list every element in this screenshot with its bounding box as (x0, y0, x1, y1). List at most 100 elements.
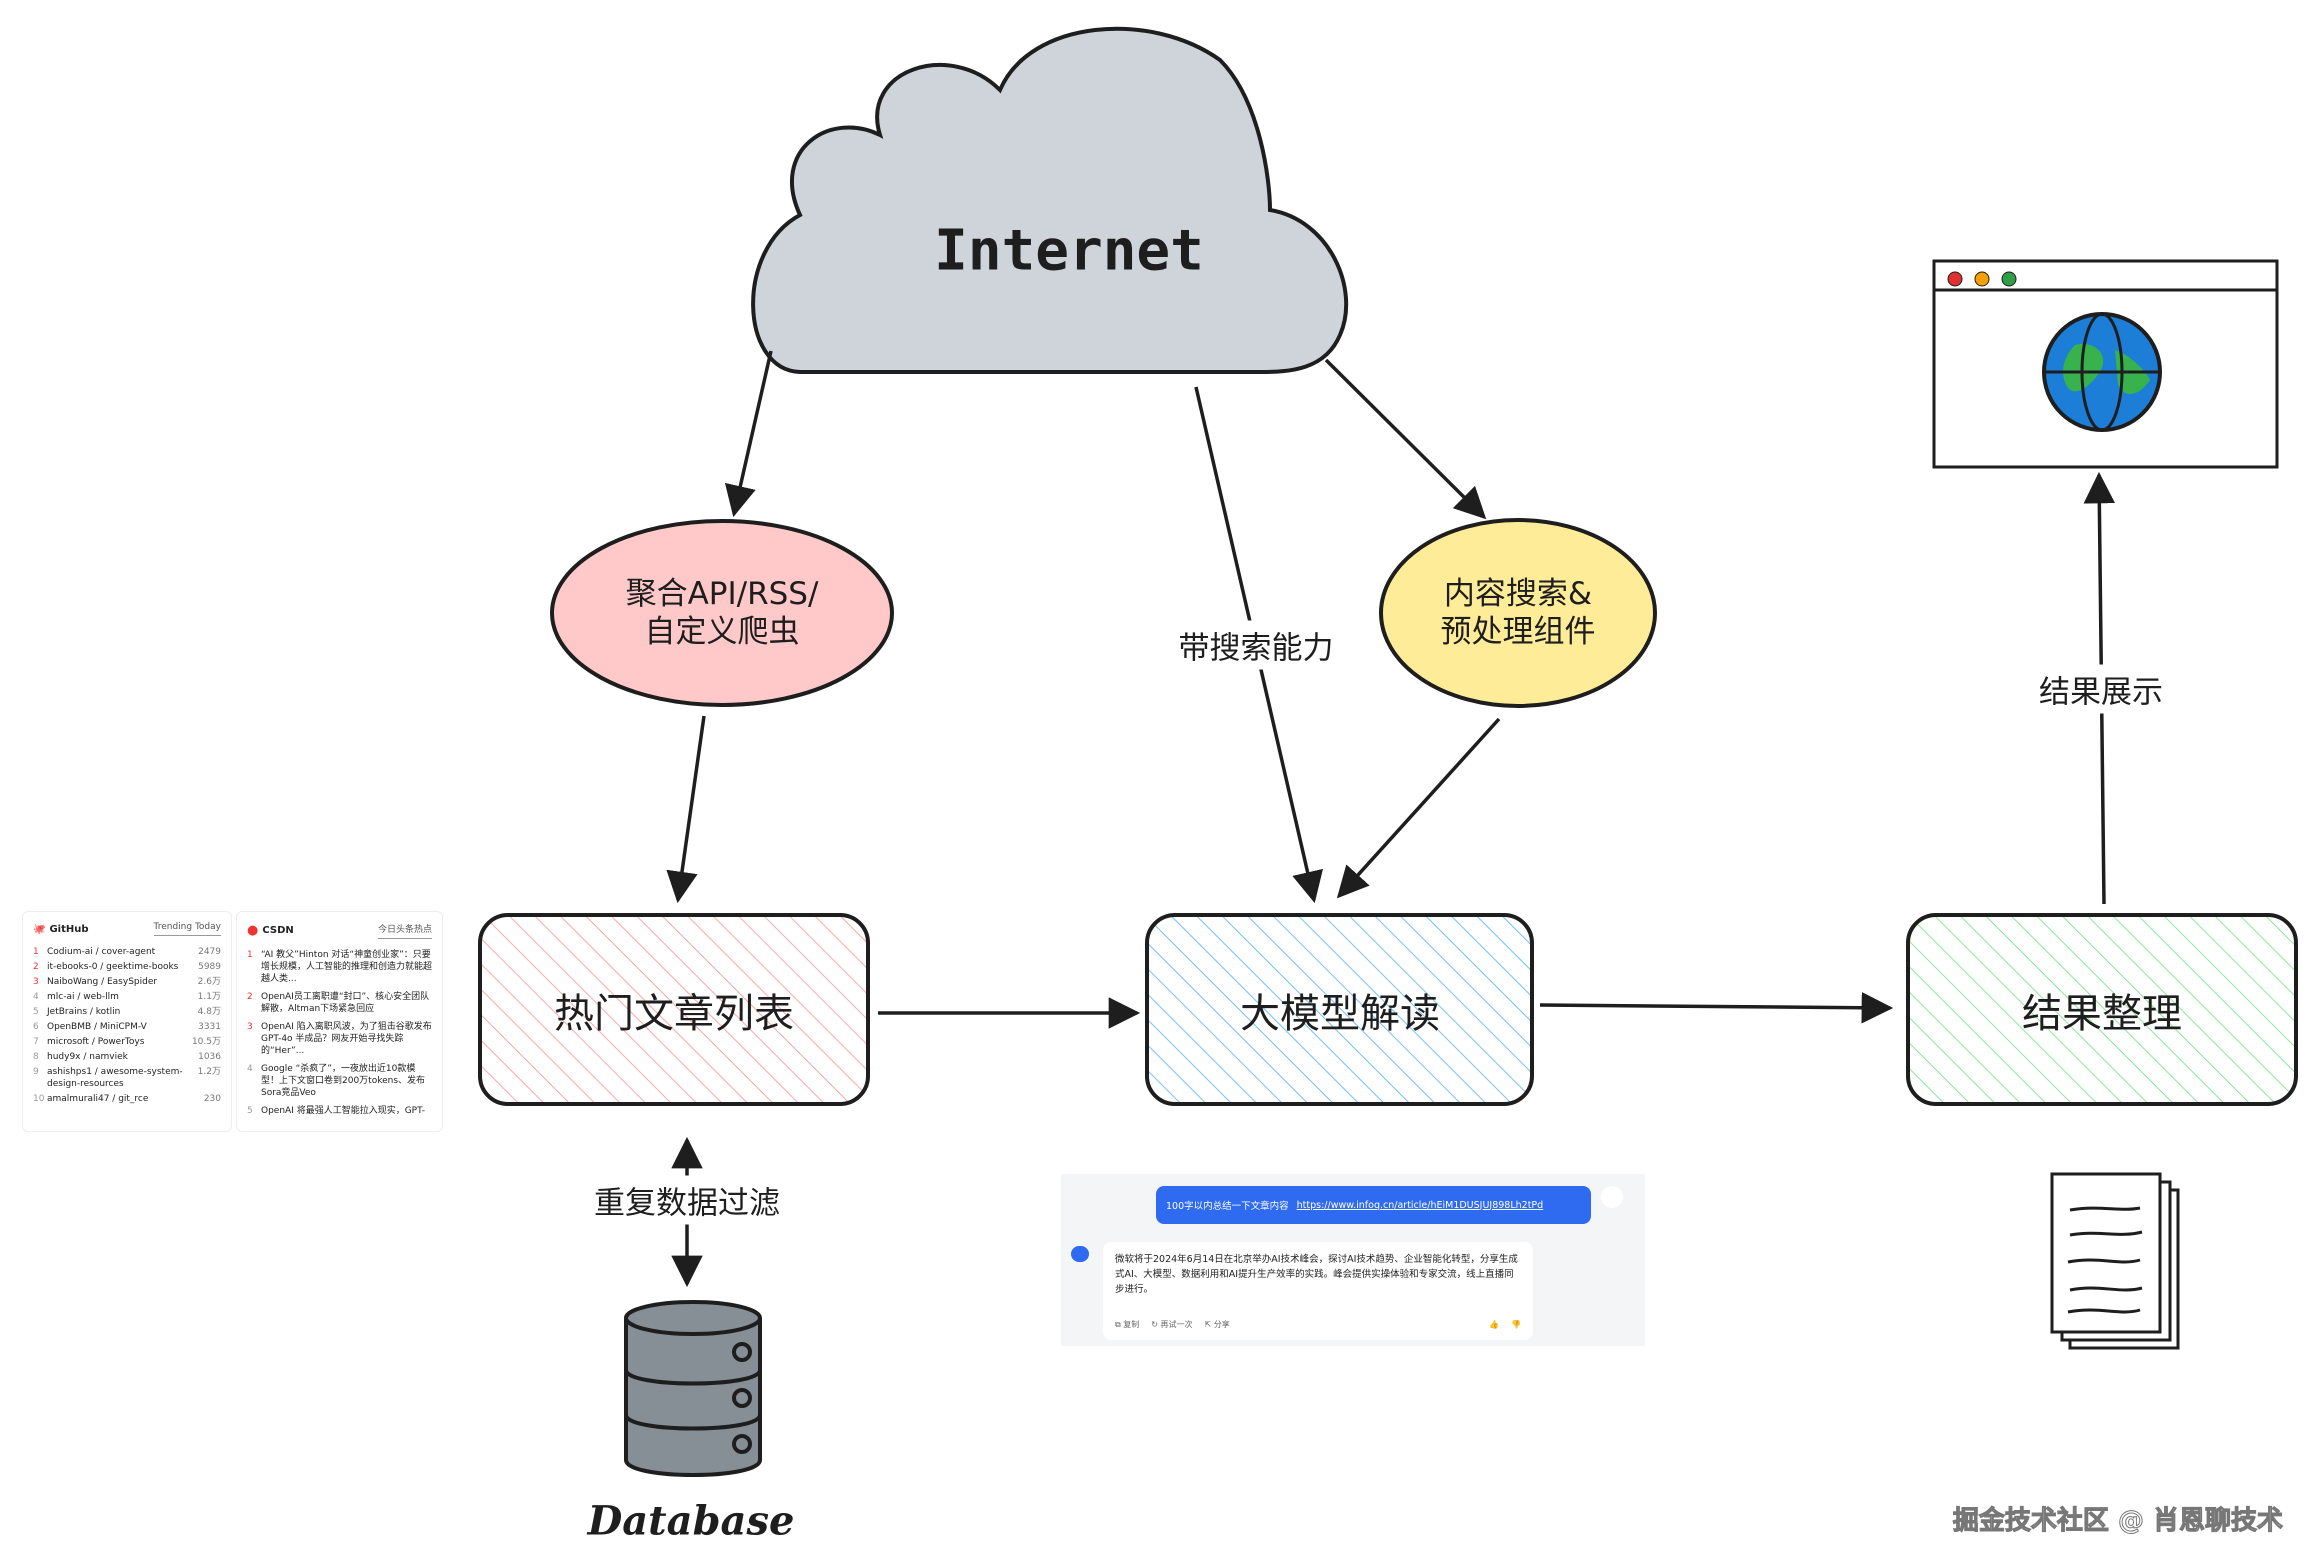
search-node: 内容搜索& 预处理组件 (1441, 575, 1596, 651)
star-count: 1.2万 (197, 1067, 221, 1077)
repo-name: JetBrains / kotlin (47, 1007, 121, 1017)
arrow-aggregator-to-hotlist (666, 715, 706, 904)
csdn-list: 1 “AI 教父”Hinton 对话“神童创业家”：只要增长规模，人工智能的推理和… (247, 949, 432, 1117)
llm-chat-screenshot: 100字以内总结一下文章内容 https://www.infoq.cn/arti… (1061, 1174, 1645, 1346)
csdn-list-item[interactable]: 3 OpenAI 陷入离职风波，为了狙击谷歌发布GPT-4o 半成品？网友开始寻找… (247, 1021, 432, 1057)
github-list: 1 Codium-ai / cover-agent 2479 2 it-ebooks-0… (33, 946, 221, 1105)
github-list-item[interactable]: 2 it-ebooks-0 / geektime-books 5989 (33, 961, 221, 973)
csdn-list-item[interactable]: 2 OpenAI员工离职遭“封口”、核心安全团队解散，Altman下场紧急回应 (247, 991, 432, 1015)
rank: 10 (33, 1094, 45, 1104)
document-icon (2050, 1172, 2180, 1350)
result-label: 结果整理 (2022, 991, 2182, 1037)
github-list-item[interactable]: 7 microsoft / PowerToys 10.5万 (33, 1036, 221, 1048)
repo-name: amalmurali47 / git_rce (47, 1094, 149, 1104)
rank: 7 (33, 1037, 39, 1047)
hot-list-label: 热门文章列表 (554, 991, 794, 1037)
arrow-internet-to-aggregator (724, 350, 773, 518)
headline: Google “杀疯了”，一夜放出近10款模型！上下文窗口卷到200万token… (261, 1064, 426, 1098)
rank: 1 (247, 950, 253, 960)
thumbs-down-icon[interactable]: 👎 (1511, 1320, 1521, 1329)
repo-name: hudy9x / namviek (47, 1052, 128, 1062)
star-count: 2.6万 (197, 977, 221, 987)
internet-cloud (751, 26, 1349, 374)
csdn-list-item[interactable]: 1 “AI 教父”Hinton 对话“神童创业家”：只要增长规模，人工智能的推理和… (247, 949, 432, 985)
thumbs-up-icon[interactable]: 👍 (1489, 1320, 1500, 1329)
user-message: 100字以内总结一下文章内容 https://www.infoq.cn/arti… (1156, 1186, 1591, 1224)
github-list-item[interactable]: 1 Codium-ai / cover-agent 2479 (33, 946, 221, 958)
repo-name: microsoft / PowerToys (47, 1037, 145, 1047)
star-count: 10.5万 (191, 1037, 221, 1047)
repo-name: mlc-ai / web-llm (47, 992, 119, 1002)
csdn-brand: ●CSDN (247, 923, 294, 938)
watermark: 掘金技术社区 @ 肖恩聊技术 (1952, 1506, 2283, 1537)
github-subtitle: Trending Today (153, 922, 221, 936)
share-button[interactable]: ⇱ 分享 (1204, 1320, 1230, 1329)
repo-name: ashishps1 / awesome-system-design-resour… (47, 1067, 183, 1089)
repo-name: NaiboWang / EasySpider (47, 977, 158, 987)
github-list-item[interactable]: 4 mlc-ai / web-llm 1.1万 (33, 991, 221, 1003)
rank: 1 (33, 947, 39, 957)
rank: 3 (247, 1022, 253, 1032)
github-list-item[interactable]: 3 NaiboWang / EasySpider 2.6万 (33, 976, 221, 988)
bot-answer: 微软将于2024年6月14日在北京举办AI技术峰会，探讨AI技术趋势、企业智能化… (1103, 1242, 1533, 1340)
search-capability-label: 带搜索能力 (1174, 620, 1338, 670)
search-line2: 预处理组件 (1440, 614, 1596, 650)
search-node-shape (1379, 518, 1657, 708)
star-count: 1036 (198, 1052, 221, 1062)
answer-text: 微软将于2024年6月14日在北京举办AI技术峰会，探讨AI技术趋势、企业智能化… (1115, 1254, 1518, 1295)
search-line1: 内容搜索& (1443, 576, 1593, 612)
rank: 4 (33, 992, 39, 1002)
repo-name: Codium-ai / cover-agent (47, 947, 156, 957)
repo-name: OpenBMB / MiniCPM-V (47, 1022, 147, 1032)
github-brand: 🐙GitHub (33, 923, 89, 935)
globe-icon (2042, 312, 2162, 432)
database-icon (624, 1300, 762, 1477)
github-list-item[interactable]: 5 JetBrains / kotlin 4.8万 (33, 1006, 221, 1018)
rank: 6 (33, 1022, 39, 1032)
repo-name: it-ebooks-0 / geektime-books (47, 962, 179, 972)
llm-label: 大模型解读 (1240, 991, 1440, 1037)
csdn-subtitle: 今日头条热点 (377, 922, 432, 939)
rank: 4 (247, 1064, 253, 1074)
csdn-list-item[interactable]: 4 Google “杀疯了”，一夜放出近10款模型！上下文窗口卷到200万toke… (247, 1063, 432, 1099)
csdn-hot-panel: ●CSDN 今日头条热点 1 “AI 教父”Hinton 对话“神童创业家”：只要… (236, 911, 443, 1132)
github-trending-panel: 🐙GitHub Trending Today 1 Codium-ai / cove… (22, 911, 232, 1132)
aggregator-node: 聚合API/RSS/ 自定义爬虫 (626, 575, 819, 651)
star-count: 1.1万 (197, 992, 221, 1002)
star-count: 4.8万 (197, 1007, 221, 1017)
rank: 3 (33, 977, 39, 987)
headline: “AI 教父”Hinton 对话“神童创业家”：只要增长规模，人工智能的推理和创… (261, 950, 433, 984)
copy-button[interactable]: ⧉ 复制 (1115, 1320, 1140, 1329)
arrow-search-to-llm (1336, 717, 1501, 899)
aggregator-line2: 自定义爬虫 (644, 614, 800, 650)
rank: 5 (33, 1007, 39, 1017)
internet-label: Internet (934, 218, 1204, 284)
result-box (1906, 913, 2298, 1106)
hot-list-box (478, 913, 870, 1106)
github-icon: 🐙 (33, 923, 46, 935)
database-label: Database (587, 1497, 795, 1545)
star-count: 5989 (198, 962, 221, 972)
rank: 5 (247, 1106, 253, 1116)
rank: 2 (33, 962, 39, 972)
arrow-internet-to-search (1324, 358, 1487, 520)
aggregator-node-shape (550, 519, 894, 707)
user-prompt: 100字以内总结一下文章内容 (1166, 1201, 1289, 1212)
dedup-label: 重复数据过滤 (590, 1175, 784, 1225)
article-link[interactable]: https://www.infoq.cn/article/hEiM1DUSJUJ… (1296, 1199, 1544, 1211)
rank: 2 (247, 992, 253, 1002)
headline: OpenAI员工离职遭“封口”、核心安全团队解散，Altman下场紧急回应 (261, 992, 430, 1014)
bot-avatar-icon (1071, 1246, 1089, 1262)
star-count: 230 (203, 1094, 221, 1104)
headline: OpenAI 陷入离职风波，为了狙击谷歌发布GPT-4o 半成品？网友开始寻找失… (261, 1022, 432, 1056)
aggregator-line1: 聚合API/RSS/ (625, 576, 819, 612)
user-avatar (1601, 1186, 1623, 1208)
csdn-logo-icon: ● (247, 923, 259, 938)
star-count: 2479 (198, 947, 221, 957)
retry-button[interactable]: ↻ 再试一次 (1151, 1320, 1193, 1329)
